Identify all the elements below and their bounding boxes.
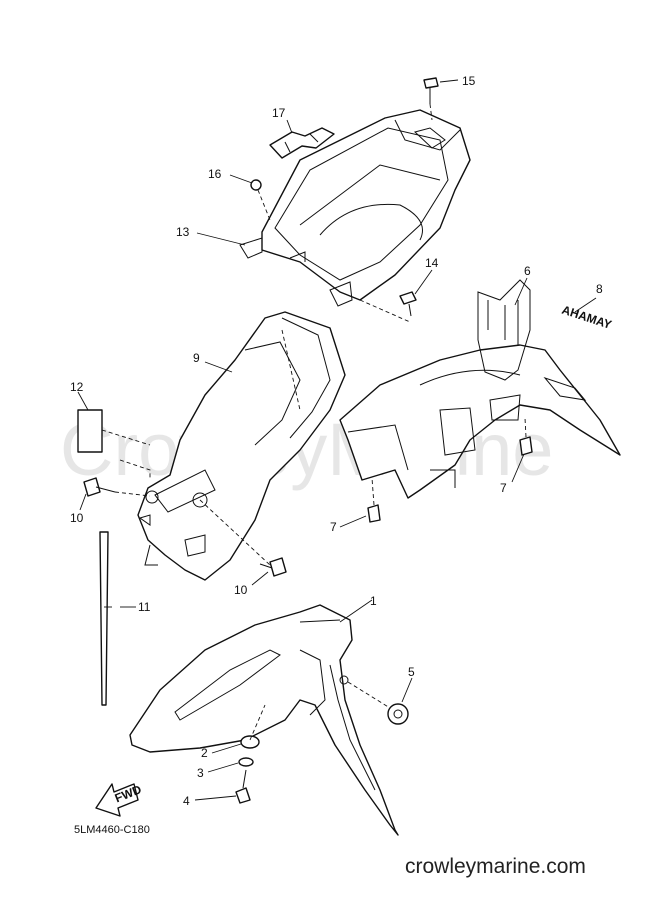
callout-6: 6 <box>524 264 531 278</box>
callout-14: 14 <box>425 256 439 270</box>
forward-arrow-icon: FWD <box>95 782 144 817</box>
callout-10-left: 10 <box>70 511 84 525</box>
front-fender[interactable] <box>129 604 399 836</box>
callout-7-right: 7 <box>500 481 507 495</box>
screw-16[interactable] <box>250 179 271 221</box>
bolt-10-right[interactable] <box>259 557 287 577</box>
callout-2: 2 <box>201 746 208 760</box>
screw-7-center[interactable] <box>367 477 381 523</box>
callout-7-center: 7 <box>330 520 337 534</box>
website-footer: crowleymarine.com <box>405 855 586 878</box>
storage-tray[interactable] <box>239 109 471 307</box>
diagram-code: 5LM4460-C180 <box>74 824 150 836</box>
callout-8: 8 <box>596 282 603 296</box>
washer-3[interactable] <box>238 757 254 767</box>
callout-16: 16 <box>208 167 222 181</box>
bolt-10-left[interactable] <box>83 477 151 497</box>
grommet-5[interactable] <box>347 681 409 725</box>
rear-fender[interactable] <box>339 279 621 499</box>
callout-3: 3 <box>197 766 204 780</box>
bolt-4[interactable] <box>235 769 251 804</box>
callout-15: 15 <box>462 74 476 88</box>
rod-11[interactable] <box>99 531 109 706</box>
callout-11: 11 <box>138 600 151 614</box>
callout-17: 17 <box>272 106 286 120</box>
decal-text: AHAMAY <box>560 303 613 332</box>
bushing-2[interactable] <box>240 735 260 749</box>
callout-13: 13 <box>176 225 190 239</box>
bolt-14[interactable] <box>359 291 417 323</box>
screw-7-right[interactable] <box>519 417 533 456</box>
callout-9: 9 <box>193 351 200 365</box>
pad-12[interactable] <box>77 409 151 480</box>
callout-1: 1 <box>370 594 377 608</box>
decal-8[interactable]: AHAMAY <box>560 303 613 332</box>
callout-12: 12 <box>70 380 84 394</box>
callout-5: 5 <box>408 665 415 679</box>
strap[interactable] <box>269 127 335 159</box>
screw-15[interactable] <box>423 77 439 121</box>
rear-inner-fender[interactable] <box>137 311 346 581</box>
callout-10-right: 10 <box>234 583 248 597</box>
callout-4: 4 <box>183 794 190 808</box>
